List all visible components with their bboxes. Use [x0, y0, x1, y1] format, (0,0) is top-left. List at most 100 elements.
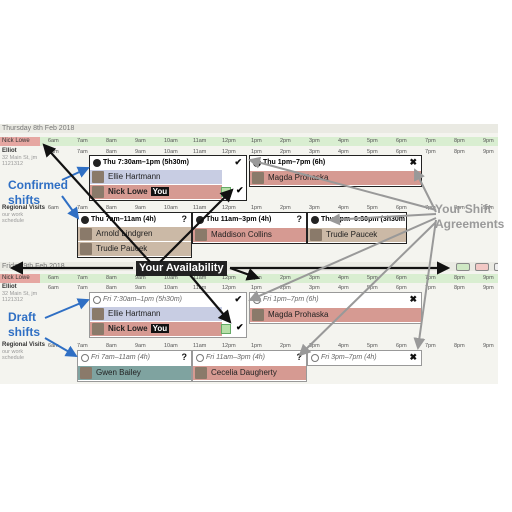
hour-label: 9pm	[483, 343, 494, 349]
shift-header: Fri 1pm–7pm (6h) ✖	[250, 293, 421, 306]
avatar	[80, 367, 92, 379]
location-code: 1121312	[2, 297, 24, 303]
assignee[interactable]: Trudie Paucek	[308, 228, 406, 242]
hour-label: 10am	[164, 343, 178, 349]
hour-label: 11am	[193, 138, 207, 144]
hour-label: 11am	[193, 149, 207, 155]
hour-label: 7am	[77, 285, 88, 291]
assignee[interactable]: Gwen Bailey	[78, 366, 191, 380]
user-name-cell[interactable]: Nick Lowe	[0, 274, 40, 283]
shift-time: Fri 7am–11am (4h)	[91, 354, 151, 361]
shift-time: Thu 7am–11am (4h)	[91, 216, 156, 223]
accepted-check-icon[interactable]: ✔	[234, 294, 242, 304]
pending-question-icon[interactable]: ?	[296, 352, 303, 362]
hour-label: 8pm	[454, 138, 465, 144]
shift-card[interactable]: Thu 7:30am–1pm (5h30m) ✔ Ellie Hartmann …	[89, 155, 247, 201]
assignee[interactable]: Maddison Collins	[193, 228, 306, 242]
assignee-name: Magda Prohaska	[268, 173, 329, 182]
hour-label: 5pm	[367, 275, 378, 281]
hour-label: 4pm	[338, 149, 349, 155]
draft-shift-card[interactable]: Fri 11am–3pm (4h) ? Cecelia Daugherty	[192, 350, 307, 382]
day-header: Friday 9th Feb 2018	[0, 262, 498, 271]
avatar	[92, 171, 104, 183]
hour-label: 8pm	[454, 149, 465, 155]
hour-label: 6pm	[396, 275, 407, 281]
draft-shift-card[interactable]: Fri 3pm–7pm (4h) ✖	[307, 350, 422, 366]
avatar	[92, 323, 104, 335]
declined-x-icon[interactable]: ✖	[409, 157, 417, 167]
pending-question-icon[interactable]: ?	[181, 352, 188, 362]
avatar	[252, 309, 264, 321]
assignee[interactable]: Arnold Lindgren	[78, 227, 191, 241]
location-title: Elliot	[2, 284, 17, 290]
hour-label: 1pm	[251, 138, 262, 144]
hour-label: 5pm	[367, 149, 378, 155]
hour-label: 8pm	[454, 343, 465, 349]
hour-label: 6am	[48, 138, 59, 144]
assignee[interactable]: Magda Prohaska	[250, 308, 421, 322]
shift-card[interactable]: Thu 1pm–7pm (6h) ✖ Magda Prohaska	[249, 155, 422, 187]
avatar	[310, 229, 322, 241]
declined-x-icon[interactable]: ✖	[409, 294, 417, 304]
pending-question-icon[interactable]: ?	[296, 214, 303, 224]
hour-label: 8pm	[454, 275, 465, 281]
hour-label: 8am	[106, 343, 117, 349]
unset-legend-swatch	[494, 263, 498, 271]
draft-shift-card[interactable]: Fri 7am–11am (4h) ? Gwen Bailey	[77, 350, 192, 382]
location-note: schedule	[2, 218, 25, 224]
draft-shifts-callout: Draft shifts	[8, 310, 41, 339]
hour-label: 7pm	[425, 343, 436, 349]
hour-label: 2pm	[280, 343, 291, 349]
shift-time: Fri 1pm–7pm (6h)	[263, 296, 319, 303]
availability-indicator	[221, 324, 231, 334]
hour-label: 3pm	[309, 275, 320, 281]
draft-shift-card[interactable]: Fri 7:30am–1pm (5h30m) ✔ Ellie Hartmann …	[89, 292, 247, 338]
hour-label: 7pm	[425, 138, 436, 144]
assignee-name: Magda Prohaska	[268, 310, 329, 319]
shift-header: Fri 11am–3pm (4h) ?	[193, 351, 306, 364]
shift-header: Thu 7am–11am (4h) ?	[78, 213, 191, 226]
hour-label: 4pm	[338, 275, 349, 281]
hour-label: 7pm	[425, 285, 436, 291]
shift-card[interactable]: Thu 11am–3pm (4h) ? Maddison Collins	[192, 212, 307, 244]
hour-label: 1pm	[251, 149, 262, 155]
clock-icon	[196, 353, 204, 362]
clock-icon	[196, 215, 204, 224]
assignee[interactable]: Trudie Paucek	[78, 242, 191, 256]
hour-label: 6am	[48, 149, 59, 155]
confirmed-shifts-callout: Confirmed shifts	[8, 178, 68, 207]
assignee[interactable]: Magda Prohaska	[250, 171, 421, 185]
shift-time: Thu 3pm–6:30pm (3h30m	[321, 216, 406, 223]
hour-label: 9am	[135, 285, 146, 291]
shift-card[interactable]: Thu 7am–11am (4h) ? Arnold Lindgren Trud…	[77, 212, 192, 258]
location-cell: Elliot 32 Main St, jm 1121312	[2, 148, 37, 168]
assignee[interactable]: Cecelia Daugherty	[193, 366, 306, 380]
hour-label: 8pm	[454, 205, 465, 211]
accepted-check-icon[interactable]: ✔	[234, 157, 242, 167]
assignee[interactable]: Ellie Hartmann	[90, 307, 222, 321]
clock-icon	[253, 295, 261, 304]
hour-label: 5pm	[367, 138, 378, 144]
declined-x-icon[interactable]: ✖	[409, 352, 417, 362]
draft-shift-card[interactable]: Fri 1pm–7pm (6h) ✖ Magda Prohaska	[249, 292, 422, 324]
pending-question-icon[interactable]: ?	[181, 214, 188, 224]
location-address: 32 Main St, jm	[2, 290, 38, 297]
assignee-name: Trudie Paucek	[96, 244, 148, 253]
hour-label: 7pm	[425, 275, 436, 281]
hour-label: 3pm	[309, 138, 320, 144]
shift-card[interactable]: Thu 3pm–6:30pm (3h30m Trudie Paucek	[307, 212, 407, 244]
user-name-cell[interactable]: Nick Lowe	[0, 137, 40, 146]
assignee[interactable]: Ellie Hartmann	[90, 170, 222, 184]
hour-label: 10am	[164, 149, 178, 155]
assignee-name: Arnold Lindgren	[96, 229, 153, 238]
hour-label: 9pm	[483, 275, 494, 281]
available-legend-swatch	[456, 263, 470, 271]
check-icon: ✔	[236, 185, 244, 195]
location-title: Regional Visits	[2, 342, 45, 348]
avatar	[92, 186, 104, 198]
hour-label: 9am	[135, 343, 146, 349]
hour-label: 6am	[48, 275, 59, 281]
